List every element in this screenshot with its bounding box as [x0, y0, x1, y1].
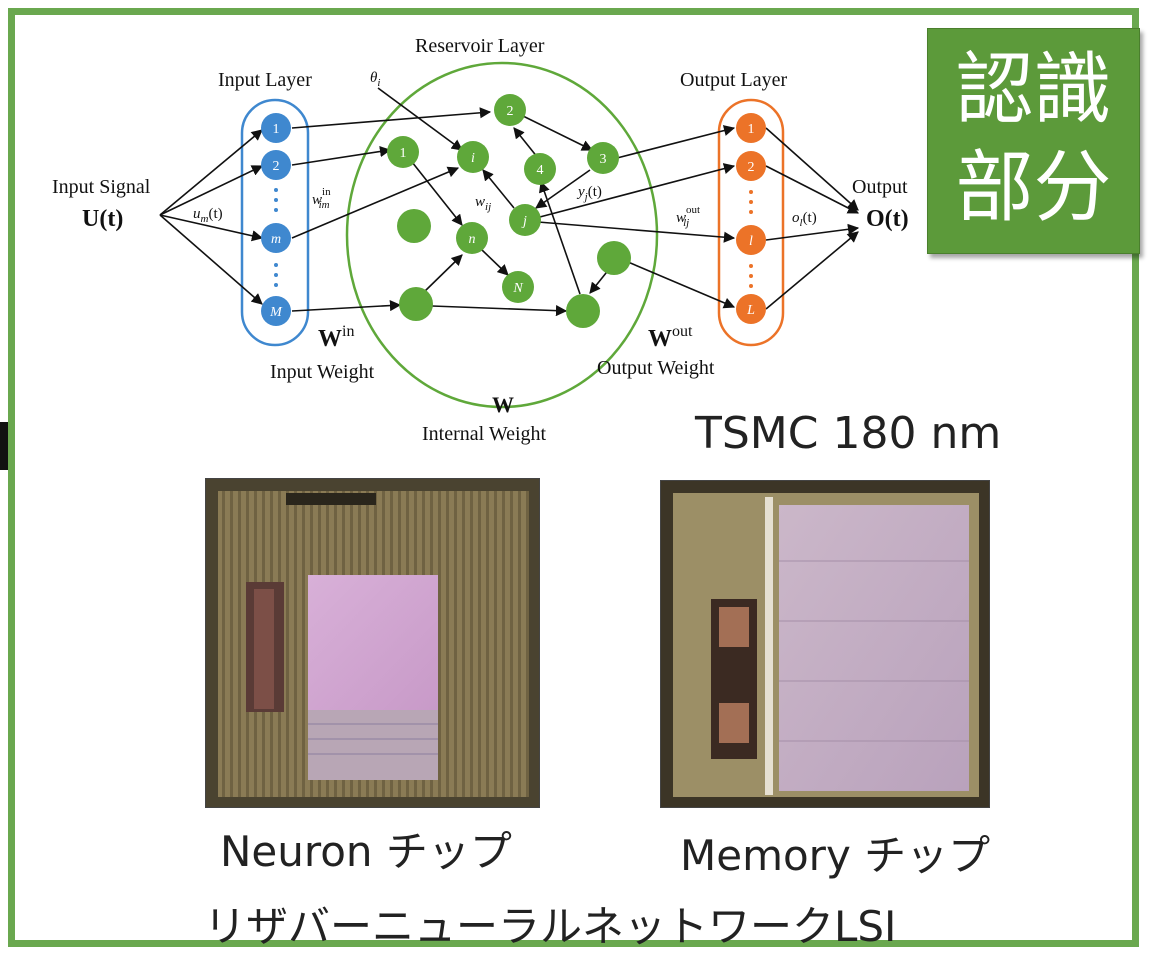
neuron-chip-photo — [205, 478, 540, 808]
reservoir-node-n — [456, 222, 488, 254]
edge-theta-i — [377, 87, 463, 151]
edge-rx-rn — [423, 254, 463, 293]
reservoir-node-n-label: n — [469, 232, 476, 247]
reservoir-node-3 — [587, 142, 619, 174]
reservoir-network-diagram: 1 2 m M 2 1 i 4 3 j n N 1 — [52, 35, 909, 445]
input-layer-title: Input Layer — [218, 69, 312, 91]
reservoir-node-i — [457, 141, 489, 173]
reservoir-node-2 — [494, 94, 526, 126]
reservoir-lsi-title: リザバーニューラルネットワークLSI — [204, 902, 897, 951]
input-weight-label: Input Weight — [270, 361, 375, 383]
output-node-2 — [736, 151, 766, 181]
input-node-M-label: M — [269, 305, 283, 320]
input-layer-box — [240, 98, 310, 347]
reservoir-node-j-label: j — [521, 214, 527, 229]
memory-chip-photo — [660, 480, 990, 808]
w-in-matrix-label: Win — [318, 323, 354, 352]
reservoir-node-unlabeled-c — [566, 294, 600, 328]
output-node-2-label: 2 — [748, 160, 755, 175]
edge-u-m — [159, 214, 264, 242]
w-internal-matrix-label: W — [492, 392, 514, 417]
edge-u-M — [159, 214, 263, 305]
input-node-2 — [261, 150, 291, 180]
input-node-m — [261, 223, 291, 253]
reservoir-node-unlabeled-b — [399, 287, 433, 321]
output-weight-label: Output Weight — [597, 357, 715, 379]
w-out-matrix-label: Wout — [648, 323, 693, 352]
reservoir-layer-ellipse — [345, 61, 659, 409]
output-layer-box — [717, 98, 785, 347]
edge-rz-oL — [627, 261, 736, 309]
edge-ol-out — [765, 223, 860, 241]
output-layer-title: Output Layer — [680, 69, 788, 91]
reservoir-nodes: 2 1 i 4 3 j n N — [387, 94, 631, 328]
output-node-L-label: L — [746, 303, 755, 318]
edge-oL-out — [765, 231, 859, 310]
edge-rx-ry — [431, 305, 568, 317]
edge-o2-out — [765, 165, 859, 214]
reservoir-node-2-label: 2 — [507, 104, 514, 119]
left-edge-mark — [0, 422, 8, 470]
neuron-chip-caption: Neuron チップ — [220, 827, 512, 876]
edge-rn-rN — [481, 249, 509, 276]
input-node-2-label: 2 — [273, 159, 280, 174]
badge-line-2: 部分 — [955, 143, 1112, 233]
input-node-m-label: m — [271, 232, 281, 247]
input-node-M — [261, 296, 291, 326]
edge-r3-o1 — [616, 125, 736, 159]
recognition-part-badge: 認識 部分 — [927, 28, 1140, 254]
output-node-l — [736, 225, 766, 255]
reservoir-layer-title: Reservoir Layer — [415, 35, 545, 57]
edge-rj-ri — [482, 169, 515, 209]
output-node-1 — [736, 113, 766, 143]
reservoir-node-unlabeled-d — [597, 241, 631, 275]
output-node-L — [736, 294, 766, 324]
edge-r4-r2 — [513, 127, 539, 159]
input-node-1-label: 1 — [273, 122, 280, 137]
edge-r1-rn — [411, 161, 463, 226]
output-symbol: O(t) — [866, 206, 909, 232]
edge-in2-r1 — [291, 145, 392, 166]
output-label: Output — [852, 176, 908, 198]
reservoir-node-4-label: 4 — [537, 163, 544, 178]
input-node-1 — [261, 113, 291, 143]
reservoir-node-j — [509, 204, 541, 236]
reservoir-node-i-label: i — [471, 151, 475, 166]
badge-line-1: 認識 — [955, 45, 1112, 135]
output-nodes: 1 2 l L — [736, 113, 766, 324]
reservoir-node-1-label: 1 — [400, 146, 407, 161]
process-node-label: TSMC 180 nm — [695, 408, 1002, 459]
edge-rj-ol — [537, 221, 736, 243]
w-ij-label: wij — [475, 194, 491, 213]
reservoir-node-N — [502, 271, 534, 303]
reservoir-node-unlabeled-a — [397, 209, 431, 243]
edge-u-1 — [159, 129, 263, 216]
reservoir-node-1 — [387, 136, 419, 168]
input-nodes: 1 2 m M — [261, 113, 291, 326]
edge-r3-rj — [535, 169, 591, 209]
o-l-label: ol(t) — [792, 210, 817, 229]
input-signal-label: Input Signal — [52, 176, 151, 198]
edge-r2-r3 — [522, 115, 594, 151]
reservoir-node-3-label: 3 — [600, 152, 607, 167]
y-j-label: yj(t) — [576, 184, 602, 203]
input-signal-symbol: U(t) — [82, 206, 123, 232]
edge-u-2 — [159, 165, 264, 216]
reservoir-node-4 — [524, 153, 556, 185]
output-node-1-label: 1 — [748, 122, 755, 137]
memory-chip-caption: Memory チップ — [680, 831, 991, 880]
edge-inm-ri — [291, 166, 460, 239]
edge-o1-out — [765, 127, 859, 211]
edge-rj-o2 — [535, 163, 736, 219]
edge-inM-rx — [291, 299, 402, 312]
reservoir-node-N-label: N — [512, 281, 523, 296]
internal-weight-label: Internal Weight — [422, 423, 547, 445]
u-m-label: um(t) — [193, 206, 223, 225]
theta-label: θi — [370, 70, 380, 89]
edge-in1-r2 — [291, 107, 492, 129]
edge-ry-r4 — [539, 180, 581, 295]
output-node-l-label: l — [749, 234, 753, 249]
